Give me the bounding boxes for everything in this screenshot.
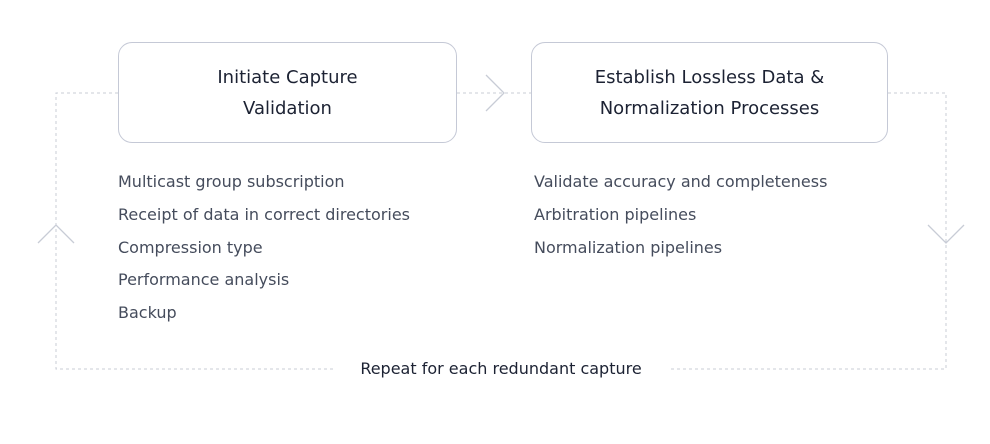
list-item: Performance analysis	[118, 270, 290, 290]
list-item: Validate accuracy and completeness	[534, 172, 828, 191]
list-item: Multicast group subscription	[118, 172, 345, 191]
arrow-up-icon	[37, 224, 75, 244]
list-item: Compression type	[118, 237, 263, 257]
step-1-title-line-2: Validation	[243, 97, 332, 119]
arrow-right-icon	[485, 74, 505, 112]
list-item: Arbitration pipelines	[534, 204, 697, 224]
step-2-title-line-2: Normalization Processes	[599, 97, 820, 119]
step-2-title-line-1: Establish Lossless Data &	[594, 66, 825, 88]
list-item: Backup	[118, 303, 177, 323]
loop-line-left	[55, 92, 334, 370]
step-1-box: Initiate Capture Validation	[118, 42, 457, 143]
step-2-box: Establish Lossless Data & Normalization …	[531, 42, 888, 143]
arrow-down-icon	[927, 224, 965, 244]
step-1-details: Multicast group subscription Receipt of …	[118, 172, 410, 336]
loop-label: Repeat for each redundant capture	[334, 358, 668, 380]
list-item: Normalization pipelines	[534, 237, 723, 257]
step-2-details: Validate accuracy and completeness Arbit…	[534, 172, 827, 270]
list-item: Receipt of data in correct directories	[118, 204, 410, 224]
step-1-title-line-1: Initiate Capture	[217, 66, 358, 88]
